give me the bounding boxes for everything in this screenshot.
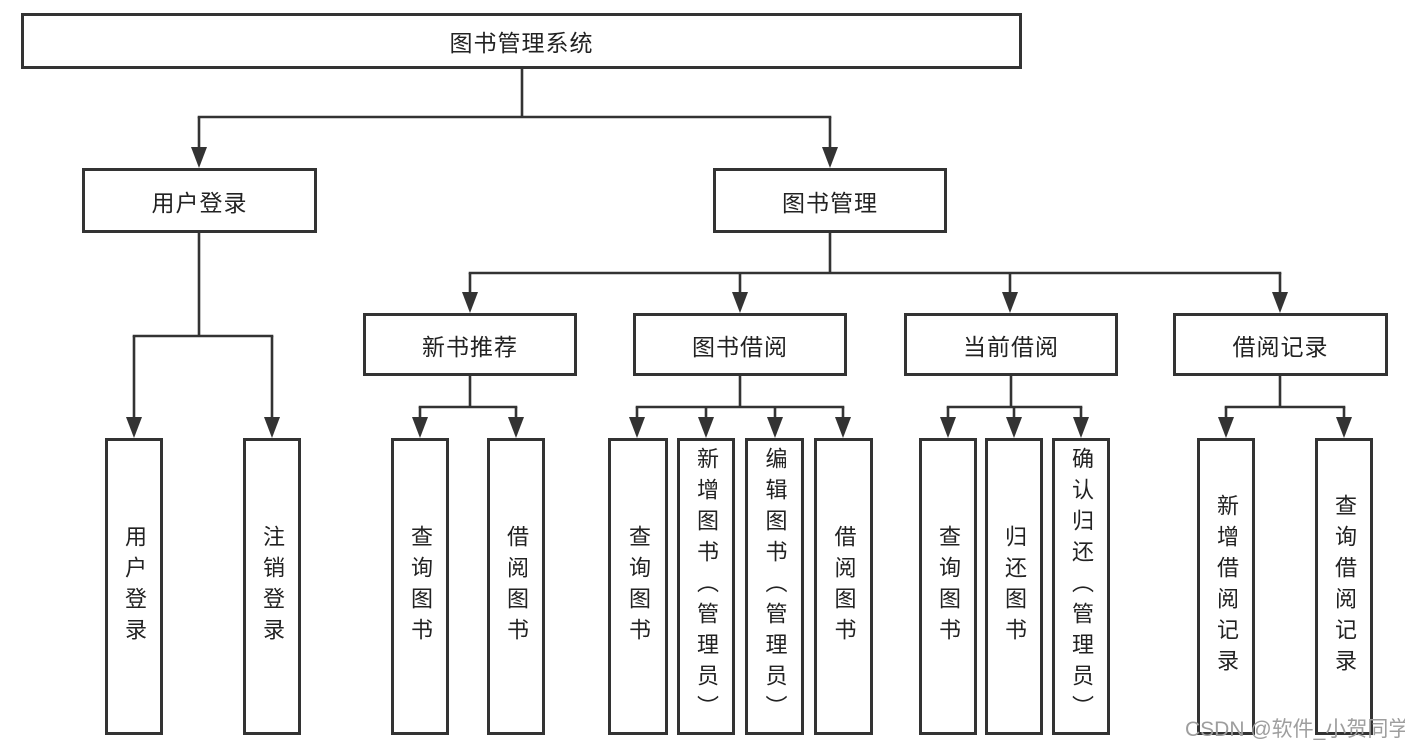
node-new-book-recommend: 新书推荐 [363, 313, 577, 376]
node-leaf-query-books-3: 查询图书 [919, 438, 977, 735]
node-leaf-logout: 注销登录 [243, 438, 301, 735]
node-label: 查询图书 [408, 524, 433, 649]
node-leaf-edit-books-admin: 编辑图书（管理员） [745, 438, 804, 735]
node-leaf-confirm-return-admin: 确认归还（管理员） [1052, 438, 1110, 735]
node-leaf-add-books-admin: 新增图书（管理员） [677, 438, 735, 735]
node-book-borrowing: 图书借阅 [633, 313, 847, 376]
node-label: 归还图书 [1002, 524, 1027, 649]
node-label: 查询借阅记录 [1332, 493, 1357, 680]
node-label: 用户登录 [151, 189, 248, 216]
node-borrowing-records: 借阅记录 [1173, 313, 1388, 376]
node-leaf-borrow-books-2: 借阅图书 [814, 438, 873, 735]
node-label: 借阅图书 [831, 524, 857, 649]
node-book-management-module: 图书管理 [713, 168, 947, 233]
node-leaf-query-books-2: 查询图书 [608, 438, 668, 735]
node-label: 用户登录 [122, 524, 147, 649]
node-leaf-query-books-1: 查询图书 [391, 438, 449, 735]
node-current-borrowing: 当前借阅 [904, 313, 1118, 376]
node-label: 注销登录 [260, 524, 285, 649]
node-label: 确认归还（管理员） [1069, 447, 1094, 726]
node-label: 图书管理 [782, 189, 878, 216]
node-label: 借阅图书 [504, 524, 529, 649]
node-leaf-user-login: 用户登录 [105, 438, 163, 735]
node-label: 新增图书（管理员） [694, 447, 719, 726]
node-label: 查询图书 [936, 524, 961, 649]
node-label: 查询图书 [626, 524, 651, 649]
node-label: 编辑图书（管理员） [762, 447, 788, 726]
node-leaf-query-borrow-record: 查询借阅记录 [1315, 438, 1373, 735]
node-leaf-add-borrow-record: 新增借阅记录 [1197, 438, 1255, 735]
node-user-login-module: 用户登录 [82, 168, 317, 233]
node-leaf-return-books: 归还图书 [985, 438, 1043, 735]
node-library-management-system: 图书管理系统 [21, 13, 1022, 69]
node-label: 当前借阅 [963, 333, 1059, 360]
csdn-watermark: CSDN @软件_小贺同学 [1185, 718, 1405, 741]
node-label: 图书借阅 [692, 333, 788, 360]
node-label: 新增借阅记录 [1214, 493, 1239, 680]
node-leaf-borrow-books-1: 借阅图书 [487, 438, 545, 735]
node-label: 新书推荐 [422, 333, 518, 360]
node-label: 图书管理系统 [449, 30, 594, 56]
node-label: 借阅记录 [1232, 333, 1329, 360]
